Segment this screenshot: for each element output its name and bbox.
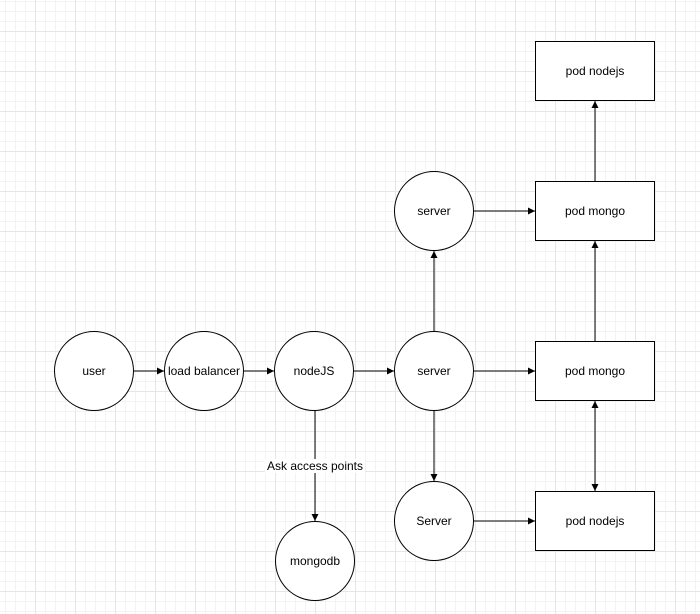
node-server-mid[interactable]: server <box>394 331 474 411</box>
node-pod-mongo-upper[interactable]: pod mongo <box>535 181 655 241</box>
node-load-balancer[interactable]: load balancer <box>164 331 244 411</box>
node-pod-nodejs-top[interactable]: pod nodejs <box>535 41 655 101</box>
node-server-top[interactable]: server <box>394 171 474 251</box>
node-nodejs[interactable]: nodeJS <box>274 331 354 411</box>
node-pod-mongo-lower[interactable]: pod mongo <box>535 341 655 401</box>
node-user[interactable]: user <box>54 331 134 411</box>
edge-label-ask-access-points: Ask access points <box>264 459 366 473</box>
node-mongodb[interactable]: mongodb <box>275 521 355 601</box>
node-server-bottom[interactable]: Server <box>394 481 474 561</box>
node-pod-nodejs-bottom[interactable]: pod nodejs <box>535 491 655 551</box>
